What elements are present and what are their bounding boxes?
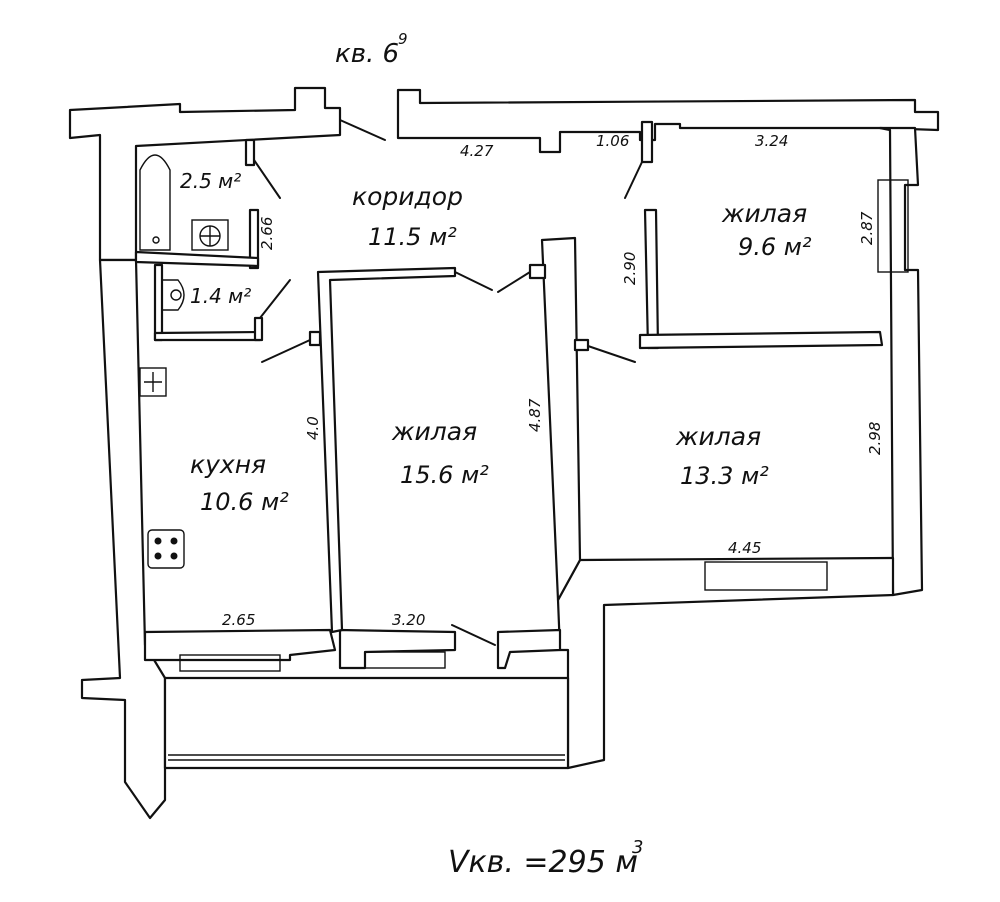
wall-toilet-vertical: [153, 263, 164, 342]
washbasin-icon: [191, 219, 229, 251]
interior-walls: [134, 120, 884, 634]
wall-right-rooms-divider: [638, 330, 884, 350]
bathroom-door: [253, 159, 281, 199]
toilet-icon: [161, 279, 185, 311]
outer-wall-bottom: [143, 628, 337, 662]
stove-burner-2: [170, 537, 178, 545]
toilet-area: 1.4 м²: [190, 284, 251, 308]
kitchen-name: кухня: [190, 450, 266, 479]
living-bottom-name: жилая: [675, 422, 761, 451]
wall-bath-vertical: [244, 138, 256, 167]
outer-wall-left: [80, 258, 167, 820]
corridor-area: 11.5 м²: [368, 223, 457, 251]
living-center-window: [364, 651, 446, 669]
wall-kitchen-jamb: [308, 330, 322, 347]
fixtures: [139, 154, 229, 569]
bathroom-area: 2.5 м²: [180, 169, 241, 193]
dim-room-bottom-right: 2.98: [866, 422, 884, 455]
living-center-name: жилая: [391, 417, 477, 446]
volume-label: Vкв. =295 м: [448, 845, 638, 880]
living-bottom-area: 13.3 м²: [680, 462, 769, 490]
balcony: [163, 676, 570, 770]
wall-bath-toilet: [134, 250, 260, 268]
dim-room-top-left: 2.90: [621, 252, 639, 285]
bathtub-icon: [139, 154, 171, 251]
stove-burner-3: [154, 552, 162, 560]
living-top-door: [624, 161, 643, 199]
wall-right-top-vertical-b: [643, 208, 660, 350]
toilet-bowl-icon: [170, 289, 182, 301]
volume-sup: 3: [632, 837, 643, 858]
stove-burner-4: [170, 552, 178, 560]
apartment-title: кв. 6: [335, 39, 399, 69]
dim-bath-side: 2.66: [258, 217, 276, 250]
dim-kitchen-width: 2.65: [222, 611, 255, 629]
stove-burner-1: [154, 537, 162, 545]
outer-walls: [68, 86, 940, 820]
wall-bath-vertical-2: [248, 208, 260, 270]
dim-living-center-width: 3.20: [392, 611, 425, 629]
dim-corridor-top: 4.27: [460, 142, 494, 160]
outer-wall-top-right: [396, 88, 940, 154]
wall-right-top-vertical-a: [640, 120, 654, 164]
outer-wall-right: [878, 126, 924, 597]
outer-wall-bottom-right-stub: [496, 628, 562, 670]
sink-icon: [139, 367, 167, 397]
dim-kitchen-side: 4.0: [304, 416, 322, 440]
corridor-name: коридор: [352, 182, 463, 211]
bathtub-drain-icon: [152, 236, 160, 244]
wall-toilet-bottom: [153, 330, 262, 342]
wall-living-center-right: [540, 236, 582, 602]
apartment-title-sup: 9: [398, 30, 408, 48]
living-center-door: [454, 271, 493, 291]
dim-top-mid: 1.06: [596, 132, 629, 150]
outer-wall-bottom-right: [556, 556, 895, 770]
kitchen-door: [261, 339, 311, 363]
outer-wall-bottom-mid: [338, 628, 457, 670]
doors: [253, 119, 643, 646]
balcony-door: [451, 624, 496, 646]
dim-room-top-right: 2.87: [858, 211, 876, 245]
toilet-door: [259, 279, 291, 319]
entrance-door: [339, 119, 386, 141]
kitchen-area: 10.6 м²: [200, 488, 289, 516]
labels: кв. 6 9 коридор 11.5 м² 2.5 м² 1.4 м² ку…: [180, 30, 884, 880]
dim-room-top-width: 3.24: [755, 132, 788, 150]
outer-wall-left-top: [68, 86, 342, 262]
living-top-window: [877, 179, 909, 273]
living-center-door-2: [497, 271, 531, 293]
living-top-area: 9.6 м²: [738, 233, 812, 261]
stove-icon: [147, 529, 185, 569]
wall-toilet-door-jamb: [253, 316, 264, 342]
living-center-area: 15.6 м²: [400, 461, 489, 489]
living-bottom-door: [587, 345, 636, 363]
wall-kitchen-living: [316, 266, 457, 634]
living-top-name: жилая: [721, 199, 807, 228]
dim-living-center-side: 4.87: [526, 398, 544, 432]
wall-center-jamb: [528, 263, 547, 280]
dim-room-bottom-width: 4.45: [728, 539, 761, 557]
living-bottom-window: [704, 561, 828, 591]
wall-right-bottom-jamb: [573, 338, 590, 352]
kitchen-window: [179, 654, 281, 672]
